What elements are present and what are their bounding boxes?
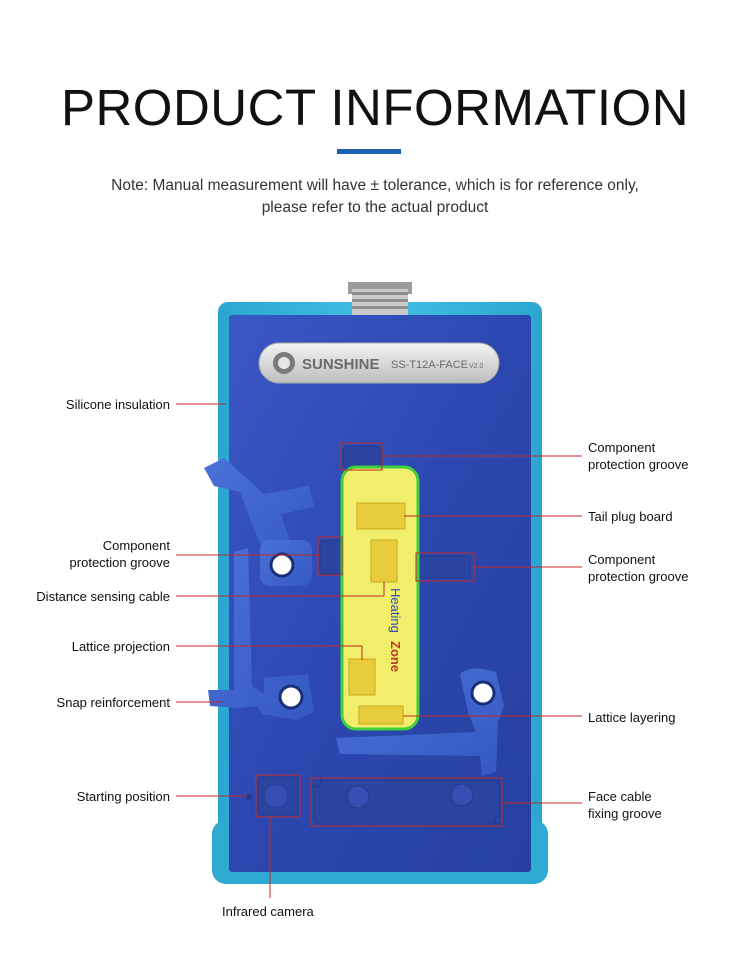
page-title: PRODUCT INFORMATION [60,79,690,136]
top-screw-fitting [348,282,412,315]
title-underline [337,149,401,154]
note-line-2: please refer to the actual product [261,199,489,216]
label-tail-plug-board: Tail plug board [588,509,673,524]
note-line-1: Note: Manual measurement will have ± tol… [111,177,639,194]
label-component-groove-top-line1: Component [588,440,656,455]
label-component-groove-left-line2: protection groove [69,555,170,570]
label-snap-reinforcement: Snap reinforcement [56,695,170,710]
label-lattice-projection: Lattice projection [71,639,170,654]
callouts [176,403,582,898]
label-face-cable-groove-line1: Face cable [588,789,652,804]
label-lattice-layering: Lattice layering [588,710,676,725]
clamp-arm-right [336,668,504,776]
label-silicone-insulation: Silicone insulation [65,397,170,412]
label-face-cable-groove-line2: fixing groove [588,806,662,821]
version-number: V2.0 [469,363,484,370]
heating-zone-label-word-1: Heating [388,588,403,633]
label-face-cable-groove: Face cable fixing groove [588,788,738,822]
heating-zone-label-word-2: Zone [388,641,403,672]
label-component-groove-top-line2: protection groove [588,457,689,472]
label-component-groove-right: Component protection groove [588,551,738,585]
heating-zone [340,465,420,731]
clamp-arm-left [208,548,314,720]
model-number: SS-T12A-FACE [391,359,468,371]
label-component-groove-left-line1: Component [102,538,170,553]
label-component-groove-right-line1: Component [588,552,656,567]
label-starting-position: Starting position [76,789,170,804]
brand-badge [258,342,500,384]
brand-name: SUNSHINE [302,356,380,373]
label-component-groove-left: Component protection groove [20,537,170,571]
clamp-arm-upper-left [204,458,314,586]
camera-pocket [246,776,299,816]
label-component-groove-right-line2: protection groove [588,569,689,584]
plate-grooves [310,445,503,825]
label-infrared-camera: Infrared camera [222,904,314,919]
label-distance-sensing-cable: Distance sensing cable [36,589,170,604]
label-component-groove-top: Component protection groove [588,439,738,473]
